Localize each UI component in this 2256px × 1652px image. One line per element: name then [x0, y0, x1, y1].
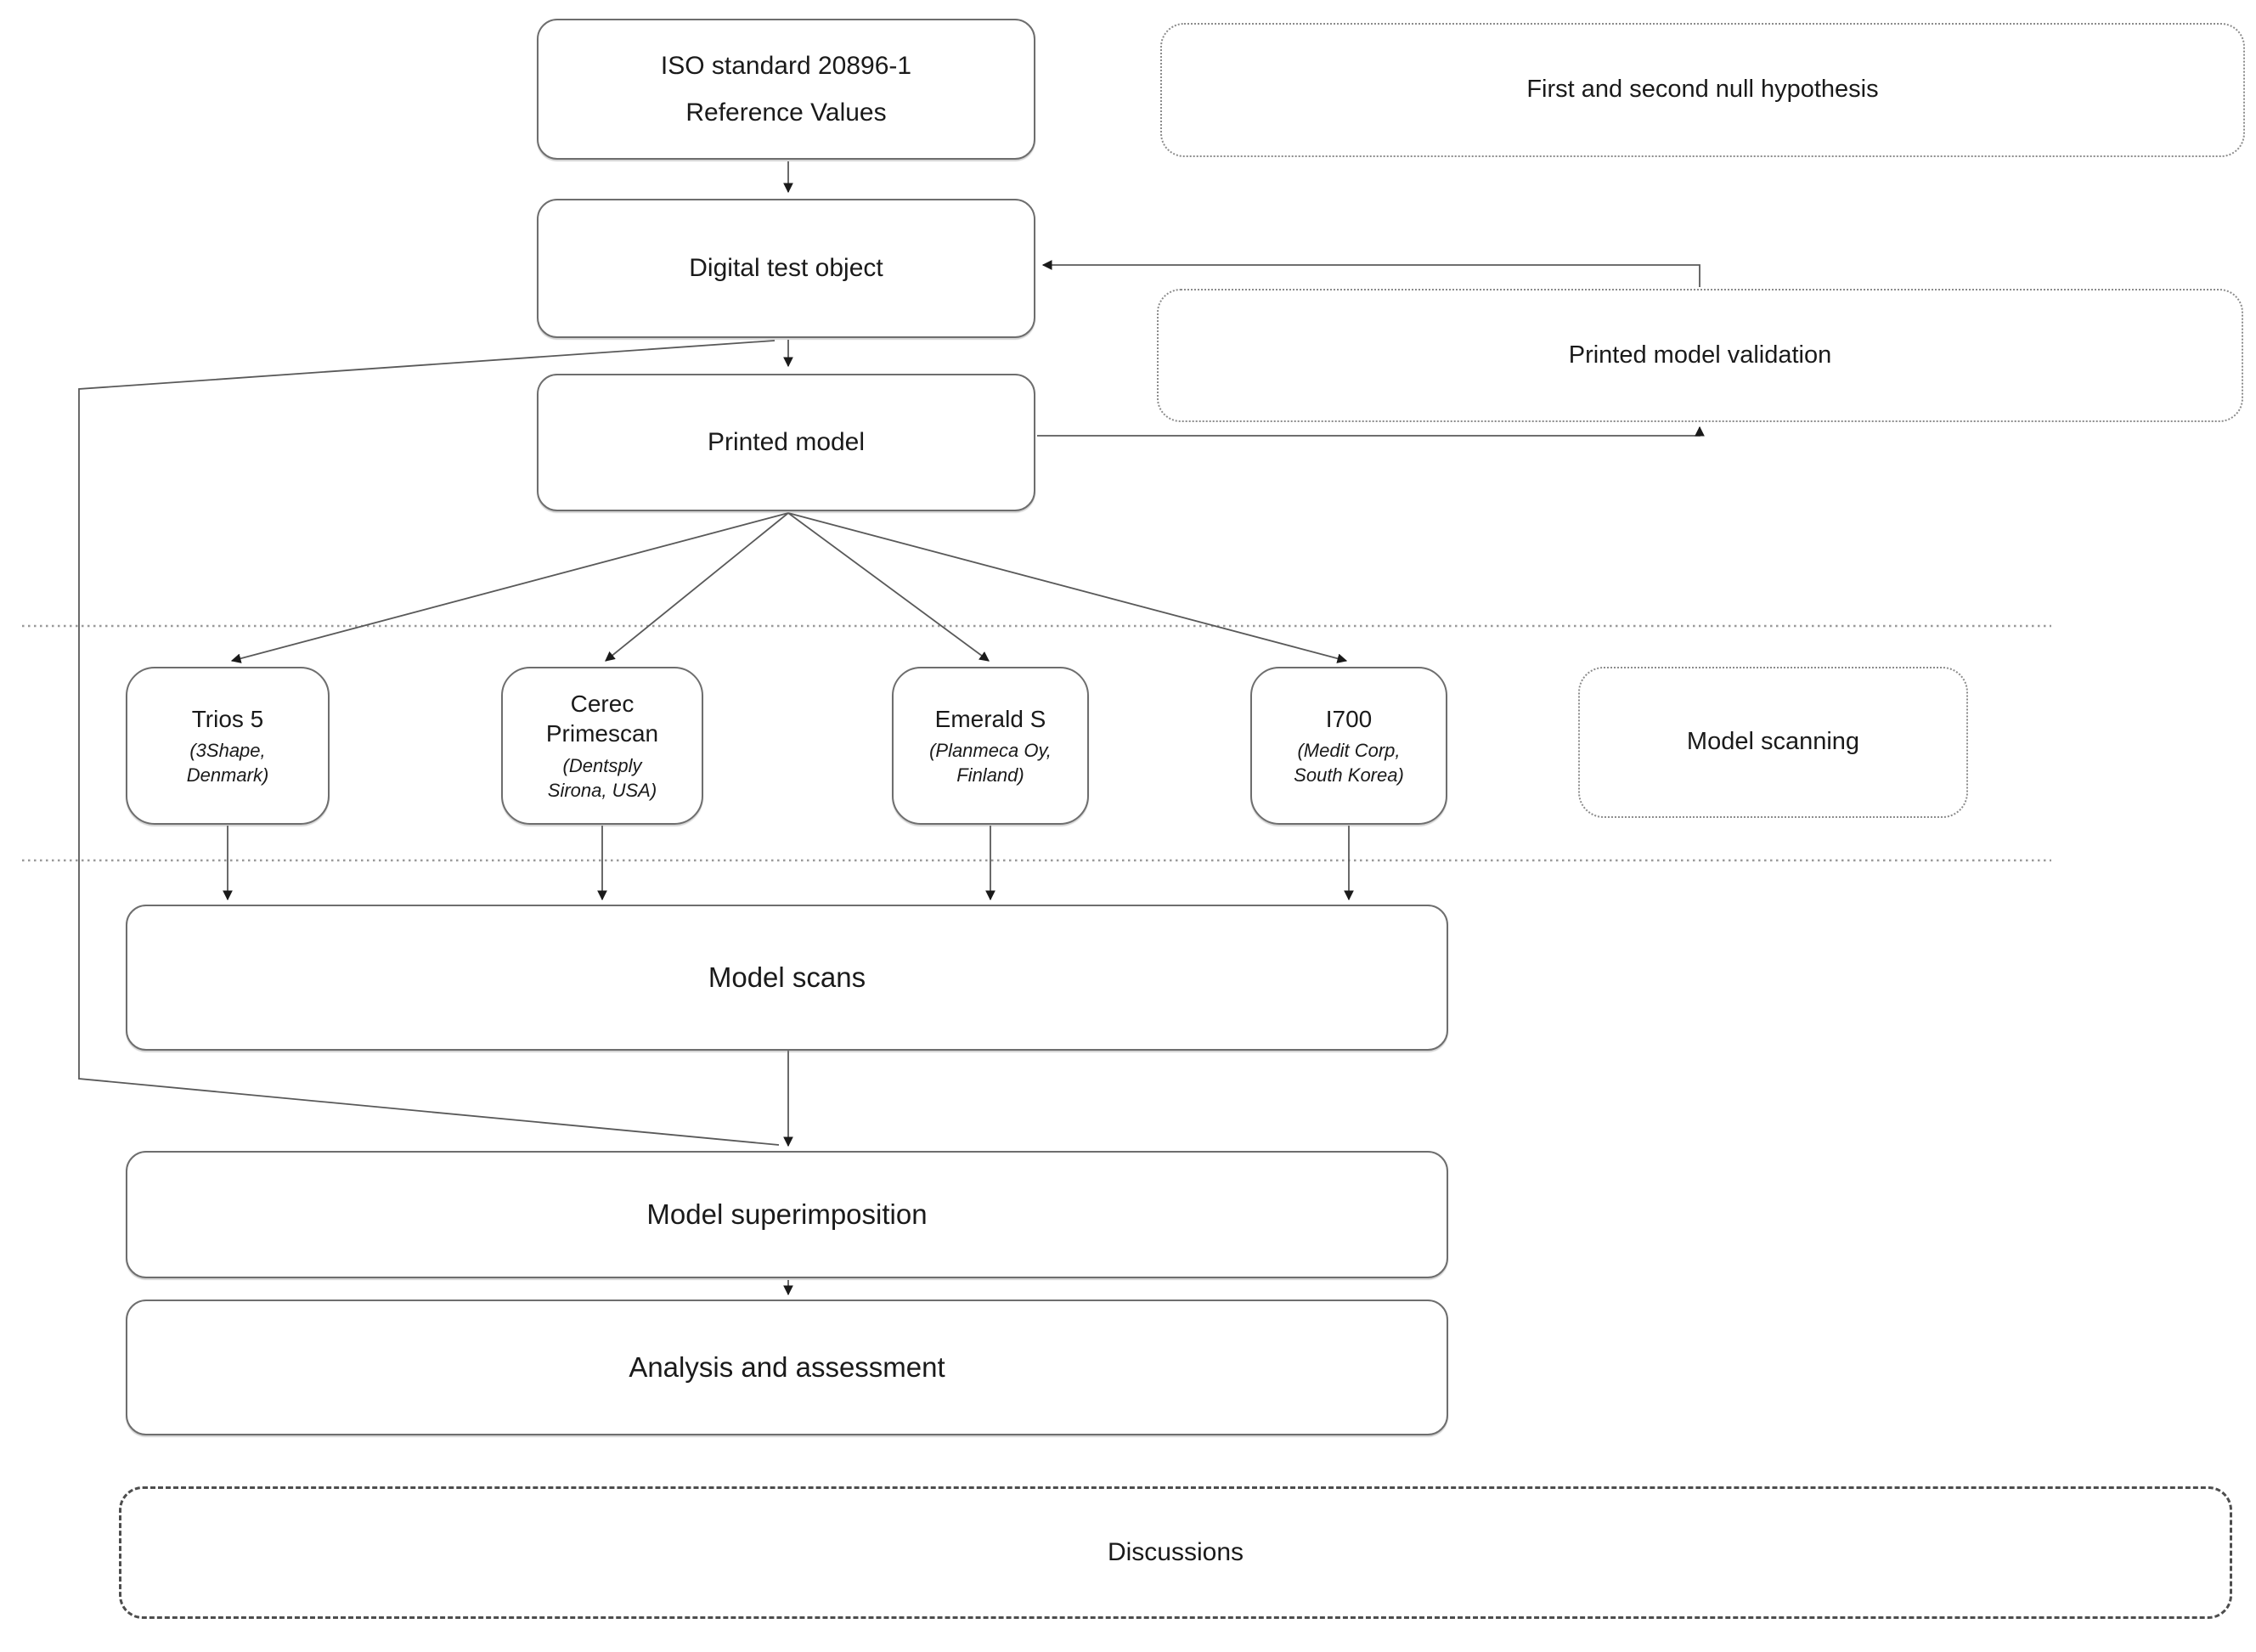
node-digital-test-object: Digital test object	[537, 199, 1035, 338]
scanner-i700-name: I700	[1325, 705, 1373, 732]
node-iso-standard-label: ISO standard 20896-1 Reference Values	[660, 51, 912, 127]
node-scanner-emerald-s: Emerald S (Planmeca Oy, Finland)	[892, 667, 1089, 825]
scanner-trios5-detail: (3Shape, Denmark)	[186, 740, 269, 787]
node-model-scanning-label: Model scanning	[1686, 728, 1860, 756]
node-null-hypothesis: First and second null hypothesis	[1160, 23, 2245, 157]
arrow-validation-to-digital	[1041, 260, 1700, 287]
node-scanner-cerec-primescan: Cerec Primescan (Dentsply Sirona, USA)	[501, 667, 703, 825]
node-printed-model-validation-label: Printed model validation	[1568, 341, 1832, 369]
node-model-scanning: Model scanning	[1578, 667, 1968, 818]
arrow-printed-to-emerald	[787, 512, 990, 662]
scanner-cerec-detail: (Dentsply Sirona, USA)	[547, 755, 657, 802]
scanner-trios5-name: Trios 5	[191, 705, 264, 732]
arrow-printed-to-validation	[1037, 426, 1705, 437]
node-model-superimposition: Model superimposition	[126, 1151, 1448, 1278]
node-printed-model: Printed model	[537, 374, 1035, 511]
node-scanner-i700: I700 (Medit Corp, South Korea)	[1250, 667, 1447, 825]
scanner-cerec-name: Cerec Primescan	[545, 690, 659, 747]
arrow-printed-to-trios5	[230, 512, 789, 663]
node-digital-test-object-label: Digital test object	[689, 254, 883, 283]
scanner-emerald-name: Emerald S	[934, 705, 1046, 732]
node-analysis-assessment-label: Analysis and assessment	[629, 1351, 945, 1384]
scanner-emerald-detail: (Planmeca Oy, Finland)	[929, 740, 1052, 787]
node-discussions-label: Discussions	[1107, 1538, 1244, 1567]
node-null-hypothesis-label: First and second null hypothesis	[1526, 76, 1879, 104]
node-model-scans: Model scans	[126, 905, 1448, 1051]
node-model-scans-label: Model scans	[708, 961, 866, 994]
node-iso-standard: ISO standard 20896-1 Reference Values	[537, 19, 1035, 160]
node-scanner-trios5: Trios 5 (3Shape, Denmark)	[126, 667, 330, 825]
node-model-superimposition-label: Model superimposition	[646, 1198, 928, 1231]
arrow-printed-to-i700	[787, 512, 1348, 663]
node-printed-model-validation: Printed model validation	[1157, 289, 2243, 422]
arrow-printed-to-cerec	[605, 512, 789, 662]
scanner-i700-detail: (Medit Corp, South Korea)	[1294, 740, 1404, 787]
node-discussions: Discussions	[119, 1486, 2232, 1619]
node-analysis-assessment: Analysis and assessment	[126, 1300, 1448, 1435]
node-printed-model-label: Printed model	[707, 428, 866, 457]
rail-digital-to-superimposition	[78, 340, 780, 1146]
